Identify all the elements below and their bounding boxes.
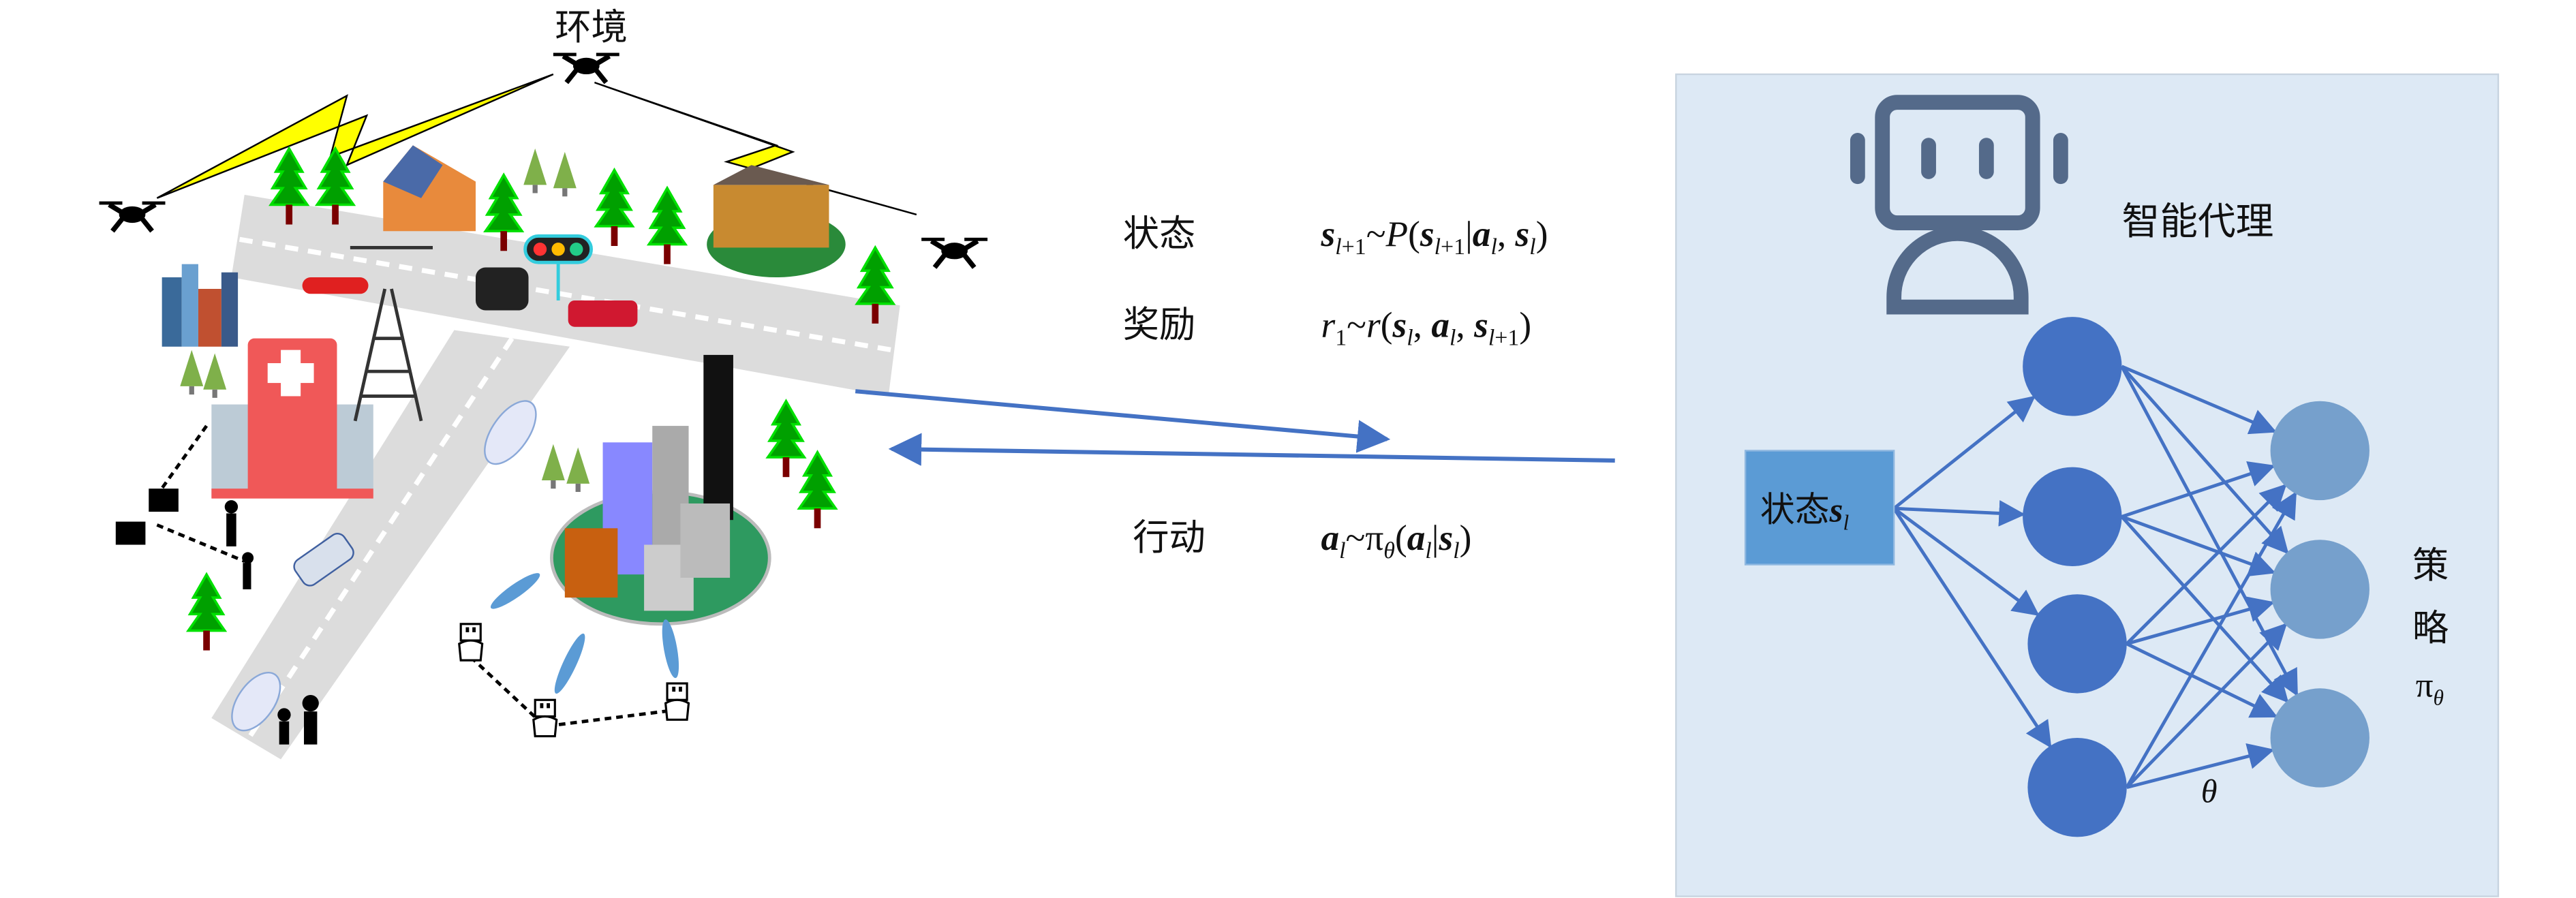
office-buildings-icon (162, 264, 239, 347)
car-icon (302, 277, 369, 294)
output-node (2270, 401, 2370, 501)
input-edge (1894, 499, 2026, 527)
hidden-node (2027, 737, 2127, 837)
network-nodes (2023, 317, 2370, 837)
car-icon (568, 300, 638, 327)
weight-edge (2126, 743, 2275, 790)
environment-illustration: 环境 (99, 6, 987, 760)
environment-label: 环境 (555, 6, 628, 48)
state-formula: sl+1~P(sl+1|al, sl) (1320, 214, 1548, 260)
hidden-node (2023, 317, 2122, 416)
transition-arrows (855, 389, 1615, 466)
cell-tower-icon (350, 245, 433, 422)
state-label: 状态 (1123, 213, 1196, 255)
input-edge (1892, 507, 2040, 617)
traffic-light-icon (523, 234, 594, 300)
reward-label: 奖励 (1123, 303, 1196, 345)
state-transition: 状态 sl+1~P(sl+1|al, sl) (1123, 213, 1548, 260)
telehealth-icon (115, 424, 245, 563)
network-edges (1892, 365, 2299, 790)
car-icon (484, 400, 537, 465)
car-icon (231, 671, 281, 732)
robot-agent-icon (1850, 95, 2068, 315)
weight-edge (2120, 365, 2289, 555)
action-formula: al~πθ(al|sl) (1321, 518, 1471, 563)
agent-label: 智能代理 (2122, 200, 2274, 244)
action-arrow (888, 433, 1615, 466)
weight-edge (2121, 461, 2275, 518)
weight-edge (2121, 365, 2277, 435)
road-vertical (211, 330, 570, 760)
policy-label-2: 略 (2412, 607, 2449, 649)
house-icon (383, 145, 476, 232)
robot-network (458, 573, 690, 738)
hospital-icon (211, 338, 373, 499)
hidden-node (2027, 594, 2127, 694)
city-center-icon (550, 354, 771, 626)
state-input-box (1744, 450, 1895, 566)
bus-icon (293, 532, 354, 587)
car-icon (475, 267, 529, 311)
weight-edge (2121, 515, 2276, 577)
school-icon (707, 165, 846, 278)
lightning-left (156, 73, 554, 199)
output-node (2270, 540, 2370, 639)
weight-edge (2126, 596, 2275, 646)
weight-edge (2120, 515, 2289, 703)
weight-edge (2126, 623, 2288, 789)
input-edge (1892, 395, 2036, 510)
drone-icon (99, 202, 166, 232)
reward-transition: 奖励 r1~r(sl, al, sl+1) (1123, 303, 1531, 350)
weight-label: θ (2201, 773, 2218, 809)
drone-icon (921, 238, 987, 268)
action-label: 行动 (1133, 516, 1206, 559)
input-edge (1892, 507, 2052, 749)
weight-edge (2125, 491, 2297, 788)
policy-symbol: πθ (2416, 666, 2444, 709)
reward-formula: r1~r(sl, al, sl+1) (1321, 305, 1531, 350)
lightning-right (594, 81, 917, 216)
action-transition: 行动 al~πθ(al|sl) (1133, 516, 1471, 563)
hidden-node (2023, 467, 2122, 567)
drone-icon (553, 53, 619, 83)
state-reward-arrow (855, 389, 1391, 453)
agent-panel: 智能代理 状态sl θ 策 略 πθ (1675, 73, 2500, 897)
weight-edge (2126, 642, 2278, 718)
policy-label-1: 策 (2412, 544, 2449, 587)
weight-edge (2126, 484, 2287, 645)
state-input-label: 状态sl (1760, 490, 1850, 535)
output-node (2270, 688, 2370, 788)
